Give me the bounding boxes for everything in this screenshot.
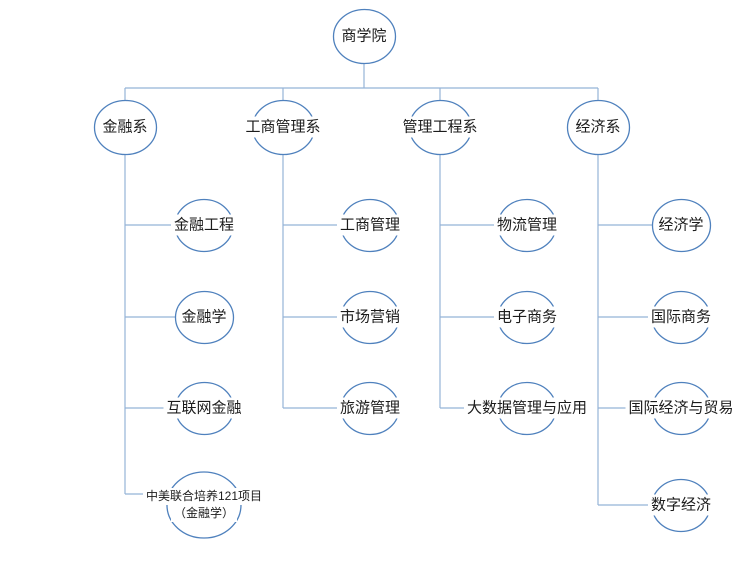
node-economics: 经济学	[651, 198, 711, 252]
node-label: 经济系	[572, 116, 624, 138]
node-financial-engineering: 金融工程	[170, 198, 238, 252]
node-label: 金融工程	[170, 214, 238, 236]
node-business-school: 商学院	[332, 8, 396, 64]
node-business-admin-dept: 工商管理系	[242, 99, 324, 155]
node-label: 市场营销	[336, 306, 404, 328]
ellipse-shape-icon	[174, 290, 234, 344]
node-intl-econ-trade: 国际经济与贸易	[625, 381, 737, 435]
node-label: 工商管理	[336, 214, 404, 236]
node-label: 管理工程系	[399, 116, 481, 138]
ellipse-shape-icon	[93, 99, 157, 155]
node-economics-dept: 经济系	[566, 99, 630, 155]
node-big-data-mgmt: 大数据管理与应用	[463, 381, 591, 435]
node-internet-finance: 互联网金融	[163, 381, 245, 435]
node-label: 国际商务	[647, 306, 715, 328]
node-intl-business: 国际商务	[647, 290, 715, 344]
node-digital-economy: 数字经济	[647, 478, 715, 532]
node-label: 大数据管理与应用	[463, 397, 591, 419]
node-label-line2: （金融学）	[170, 505, 237, 522]
node-label: 互联网金融	[163, 397, 245, 419]
node-label: 国际经济与贸易	[625, 397, 737, 419]
node-tourism-mgmt: 旅游管理	[336, 381, 404, 435]
node-ecommerce: 电子商务	[493, 290, 561, 344]
node-marketing: 市场营销	[336, 290, 404, 344]
node-business-admin: 工商管理	[336, 198, 404, 252]
node-logistics-mgmt: 物流管理	[493, 198, 561, 252]
node-us-china-121-program: 中美联合培养121项目 （金融学）	[142, 471, 266, 539]
ellipse-shape-icon	[332, 8, 396, 64]
node-label: 经济学	[655, 214, 707, 236]
node-label: 旅游管理	[336, 397, 404, 419]
ellipse-shape-icon	[651, 198, 711, 252]
node-mgmt-engineering-dept: 管理工程系	[399, 99, 481, 155]
node-finance-dept: 金融系	[93, 99, 157, 155]
ellipse-shape-icon	[566, 99, 630, 155]
node-label: 中美联合培养121项目	[142, 488, 266, 505]
node-finance: 金融学	[174, 290, 234, 344]
node-label: 金融学	[178, 306, 230, 328]
node-label: 金融系	[99, 116, 151, 138]
ellipse-shape-icon	[166, 471, 242, 539]
node-label: 商学院	[338, 25, 390, 47]
node-label: 工商管理系	[242, 116, 324, 138]
node-label: 电子商务	[493, 306, 561, 328]
node-label: 物流管理	[493, 214, 561, 236]
node-label: 数字经济	[647, 494, 715, 516]
